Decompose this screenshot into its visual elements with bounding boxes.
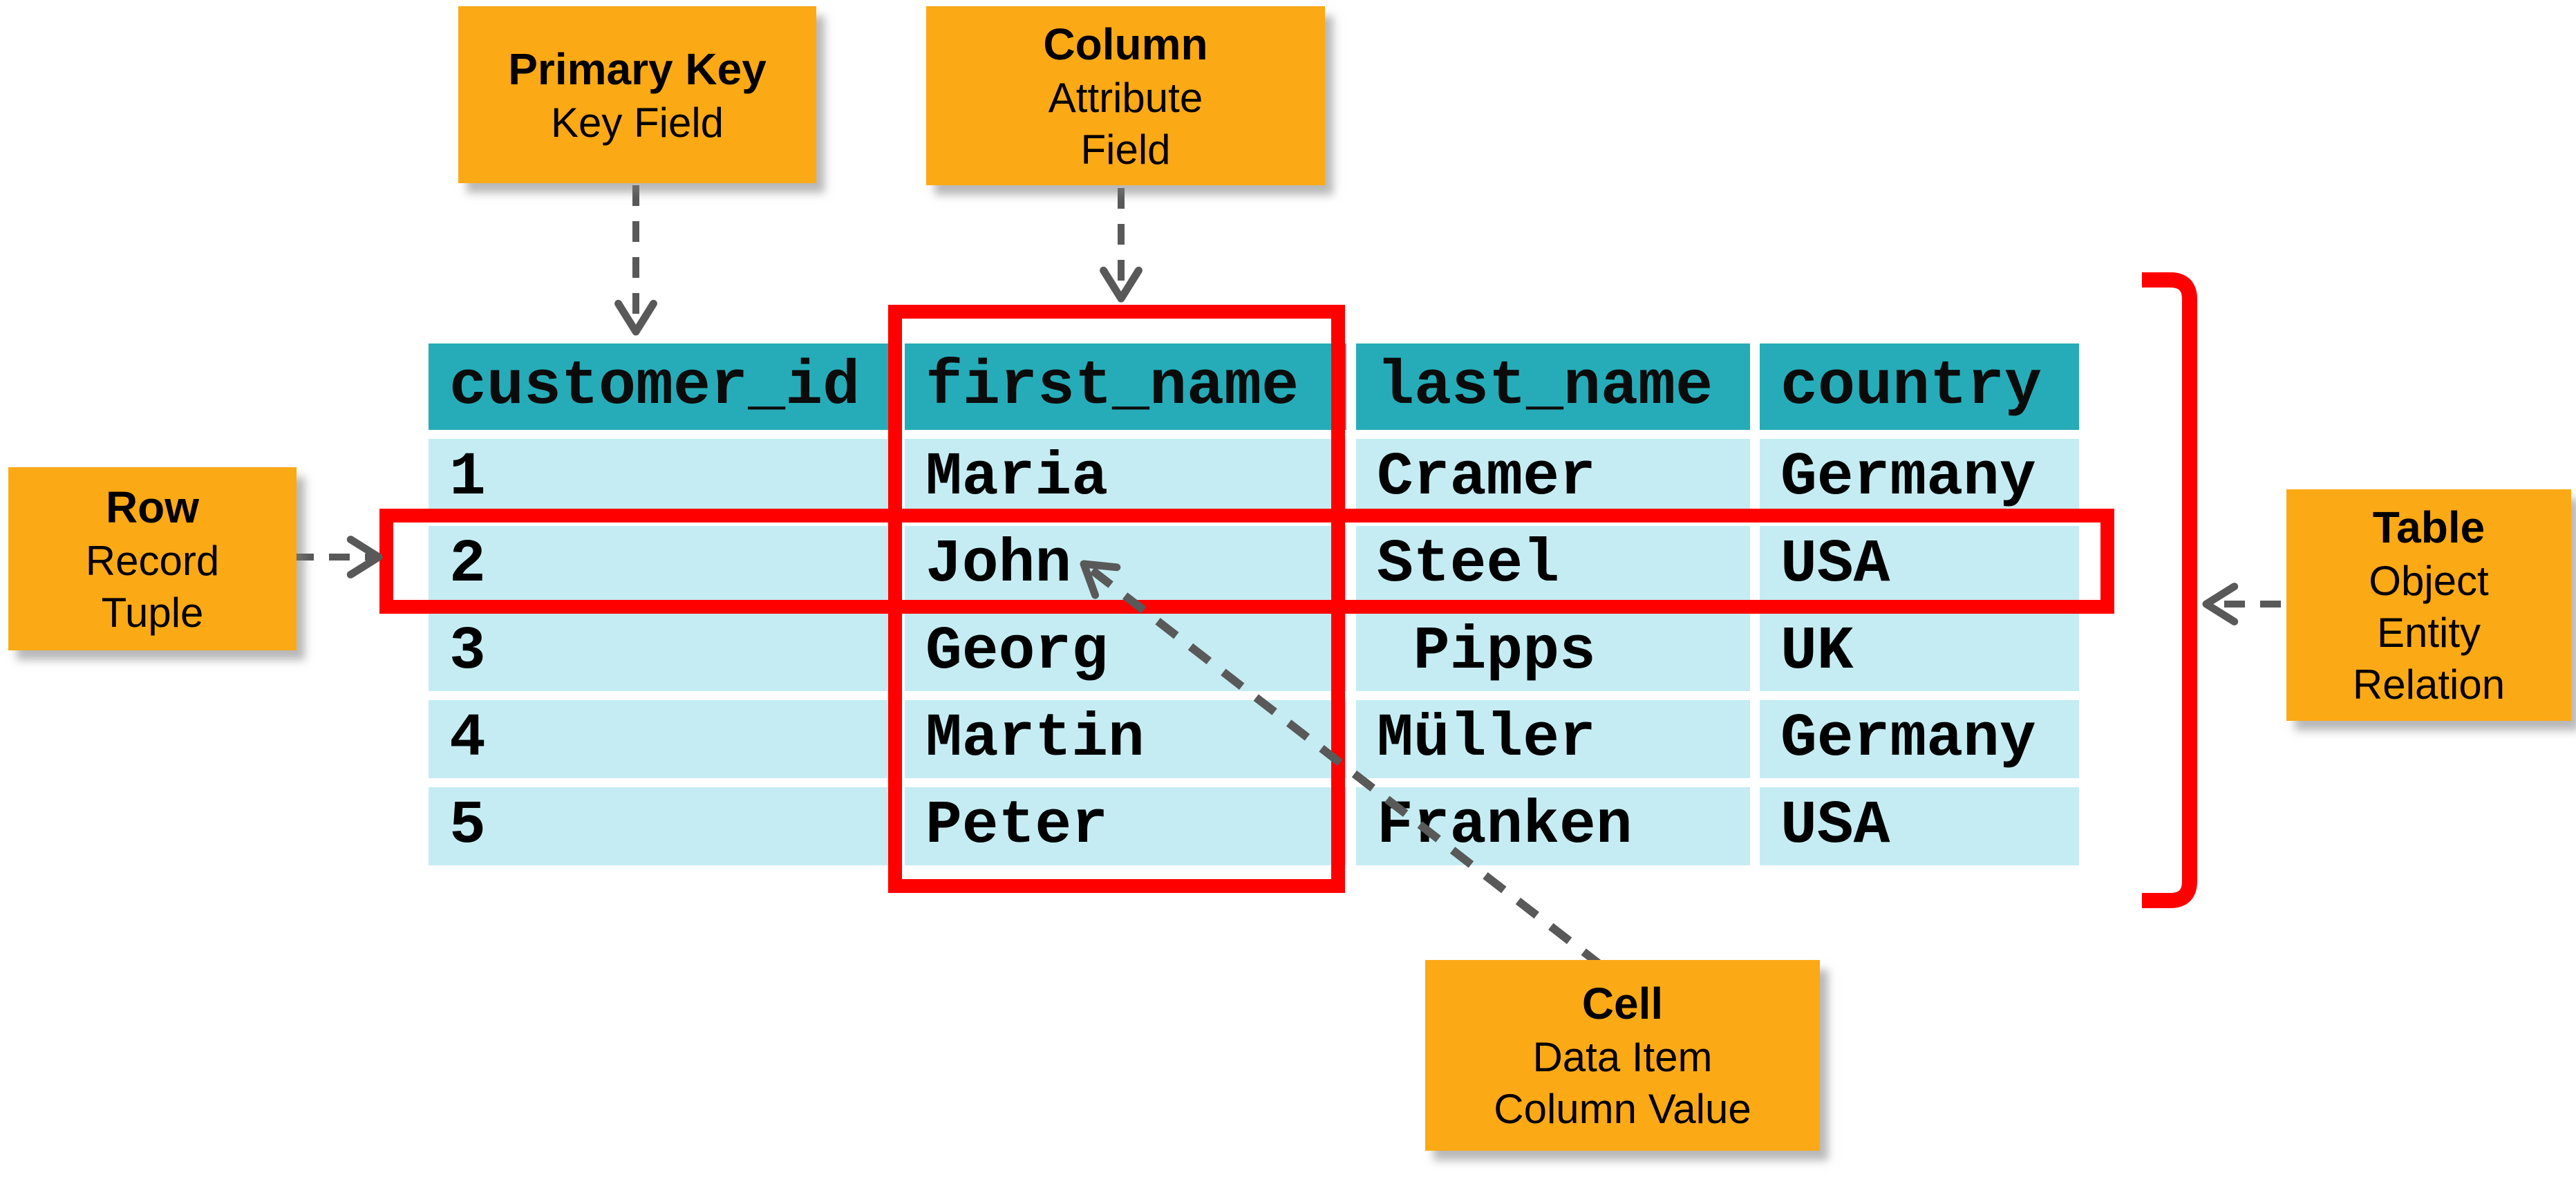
column-synonym-2: Field	[1080, 126, 1171, 173]
primary-key-callout: Primary Key Key Field	[458, 6, 816, 183]
column-title: Column	[1043, 19, 1208, 69]
cell-synonym-2: Column Value	[1494, 1086, 1751, 1132]
cell-id-2: 2	[429, 526, 895, 604]
cell-last-name-1: Cramer	[1356, 439, 1750, 517]
cell-synonym-1: Data Item	[1532, 1034, 1713, 1080]
primary-key-title: Primary Key	[508, 44, 767, 94]
row-synonym-2: Tuple	[101, 589, 204, 636]
column-synonym-1: Attribute	[1048, 74, 1203, 121]
primary-key-arrow-head	[614, 299, 657, 336]
row-arrow-head	[346, 536, 383, 578]
col-header-country: country	[1760, 343, 2079, 430]
table-synonym-1: Object	[2369, 558, 2489, 604]
col-header-customer-id: customer_id	[429, 343, 895, 430]
cell-id-5: 5	[429, 787, 895, 865]
cell-last-name-4: Müller	[1356, 700, 1750, 778]
cell-last-name-5: Franken	[1356, 787, 1750, 865]
cell-country-2: USA	[1760, 526, 2079, 604]
row-highlight-rectangle	[379, 509, 2114, 614]
table-synonym-2: Entity	[2376, 610, 2481, 656]
cell-country-4: Germany	[1760, 700, 2079, 778]
column-callout: Column Attribute Field	[926, 6, 1325, 185]
cell-id-3: 3	[429, 613, 895, 691]
cell-country-5: USA	[1760, 787, 2079, 865]
cell-callout: Cell Data Item Column Value	[1425, 960, 1820, 1151]
cell-country-3: UK	[1760, 613, 2079, 691]
table-callout: Table Object Entity Relation	[2286, 489, 2571, 721]
table-synonym-3: Relation	[2352, 661, 2506, 708]
cell-title: Cell	[1581, 979, 1664, 1028]
col-header-first-name: first_name	[905, 343, 1346, 430]
primary-key-synonym: Key Field	[550, 99, 724, 146]
table-arrow-head	[2202, 583, 2239, 625]
column-arrow-head	[1100, 266, 1143, 303]
cell-last-name-3: Pipps	[1356, 613, 1750, 691]
table-bracket	[2142, 272, 2197, 908]
table-title: Table	[2372, 502, 2485, 552]
row-synonym-1: Record	[85, 537, 220, 584]
row-callout: Row Record Tuple	[8, 467, 297, 650]
row-title: Row	[105, 482, 200, 532]
cell-first-name-1: Maria	[905, 439, 1346, 517]
col-header-last-name: last_name	[1356, 343, 1750, 430]
cell-id-1: 1	[429, 439, 895, 517]
cell-id-4: 4	[429, 700, 895, 778]
cell-country-1: Germany	[1760, 439, 2079, 517]
